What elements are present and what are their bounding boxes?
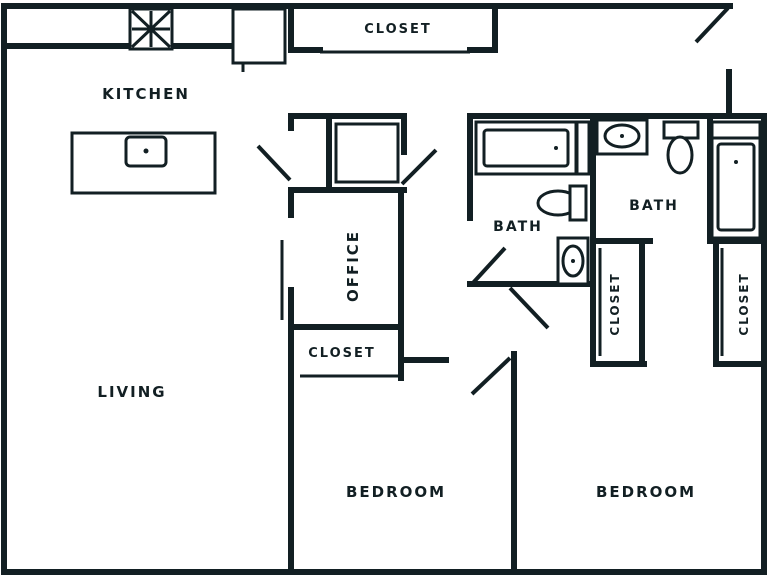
laundry-door-left-swing — [256, 144, 292, 182]
closet-top-label: CLOSET — [364, 22, 432, 37]
bedroom-door-swing — [470, 356, 512, 396]
stove-burners — [130, 9, 172, 49]
room-labels: KITCHEN LIVING OFFICE BATH BATH BEDROOM … — [97, 22, 751, 501]
exterior-walls — [1, 3, 767, 575]
closet-bath-left-label: CLOSET — [608, 272, 622, 335]
bath-walls — [467, 69, 767, 575]
laundry-door-right-swing — [400, 148, 438, 186]
living-label: LIVING — [97, 383, 166, 401]
bath-left-label: BATH — [493, 219, 543, 235]
refrigerator-fixture — [231, 7, 287, 65]
toilet-right — [666, 135, 694, 175]
kitchen-label: KITCHEN — [102, 85, 190, 103]
bath-door-swing — [508, 286, 550, 330]
office-walls — [256, 113, 449, 575]
closet-office-label: CLOSET — [308, 346, 376, 361]
kitchen-area — [1, 7, 287, 195]
closet-bath-right-label: CLOSET — [737, 272, 751, 335]
bedroom-left-label: BEDROOM — [346, 483, 446, 501]
closet-top-walls — [288, 3, 498, 54]
entry-door-swing — [694, 6, 730, 44]
bedroom-right-label: BEDROOM — [596, 483, 696, 501]
washer-fixture — [334, 122, 400, 184]
bath-right-label: BATH — [629, 198, 679, 214]
office-label: OFFICE — [344, 230, 362, 302]
bath-left-door-swing — [470, 246, 507, 286]
